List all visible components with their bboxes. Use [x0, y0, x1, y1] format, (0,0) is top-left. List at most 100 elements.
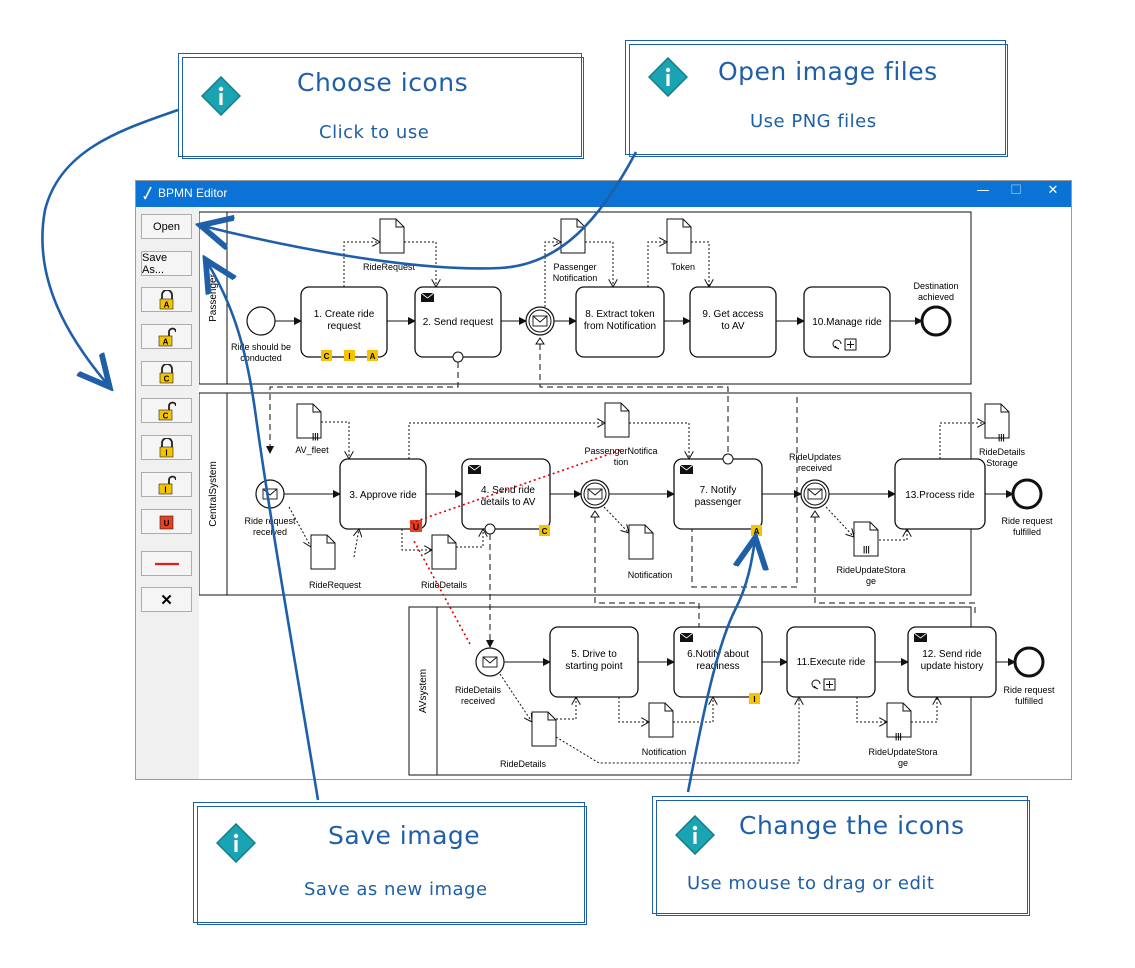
maximize-button[interactable]: ☐	[1010, 183, 1022, 198]
envelope-icon	[532, 315, 548, 327]
envelope-icon	[587, 488, 603, 500]
lane-label-av: AVsystem	[418, 669, 429, 713]
svg-text:I: I	[164, 485, 166, 494]
svg-text:A: A	[163, 300, 169, 309]
callout-save-image: Save image Save as new image	[193, 802, 587, 925]
message-flow-source	[722, 453, 734, 465]
message-flow-source	[484, 523, 496, 535]
diagram-canvas[interactable]: Passenger CentralSystem AVsystem Ride sh…	[198, 207, 1071, 779]
callout-subtitle: Use PNG files	[750, 111, 877, 132]
save-as-button[interactable]: Save As...	[141, 251, 192, 276]
info-icon	[675, 815, 715, 855]
info-icon	[216, 823, 256, 863]
svg-text:U: U	[413, 522, 420, 532]
lock-c-badge[interactable]: C	[539, 525, 550, 536]
callout-change-icons: Change the icons Use mouse to drag or ed…	[652, 796, 1030, 916]
doc-label: RideDetails	[421, 580, 468, 590]
lock-open-i-icon: I	[158, 475, 176, 494]
lock-i-badge[interactable]: I	[749, 693, 760, 704]
task-extract-token[interactable]	[575, 286, 665, 358]
bpmn-editor-window: BPMN Editor — ☐ ✕ Open Save As... ✕ A A C C…	[135, 180, 1072, 780]
minimize-button[interactable]: —	[976, 183, 990, 198]
doc-ride-request-central[interactable]	[310, 534, 336, 570]
doc-ride-details-central[interactable]	[431, 534, 457, 570]
tool-button-lock-closed-c[interactable]: C	[141, 361, 192, 386]
loop-subprocess-icon	[832, 338, 857, 351]
end-event[interactable]	[920, 305, 952, 337]
svg-text:A: A	[370, 352, 376, 361]
open-button[interactable]: Open	[141, 214, 192, 239]
doc-passenger-notification[interactable]	[560, 218, 586, 254]
security-link[interactable]	[410, 449, 622, 524]
callout-title: Choose icons	[297, 68, 469, 97]
tool-button-lock-closed-a[interactable]: A	[141, 287, 192, 312]
callout-choose-icons: Choose icons Click to use	[178, 53, 584, 159]
lock-i-badge[interactable]: I	[344, 350, 355, 361]
doc-notification-central[interactable]	[628, 524, 654, 560]
envelope-icon	[262, 488, 278, 500]
storage-bars-icon: |||	[895, 732, 902, 741]
lock-a-badge[interactable]: A	[751, 525, 762, 536]
delete-button[interactable]: ✕	[141, 587, 192, 612]
lock-a-badge[interactable]: A	[367, 350, 378, 361]
svg-text:C: C	[324, 352, 330, 361]
close-button[interactable]: ✕	[1047, 183, 1059, 198]
storage-bars-icon: |||	[998, 433, 1005, 442]
tool-button-lock-open-a[interactable]: A	[141, 324, 192, 349]
end-event[interactable]	[1013, 646, 1045, 678]
red-line-icon	[154, 562, 179, 565]
lock-open-a-icon: A	[158, 327, 176, 346]
doc-token[interactable]	[666, 218, 692, 254]
lock-c-badge[interactable]: C	[321, 350, 332, 361]
task-label: 2. Send request	[423, 317, 494, 328]
lock-closed-a-icon: A	[159, 289, 173, 309]
send-message-icon	[679, 632, 694, 643]
send-message-icon	[913, 632, 928, 643]
end-event[interactable]	[1011, 478, 1043, 510]
doc-ride-request[interactable]	[379, 218, 405, 254]
doc-label: Notification	[642, 747, 687, 757]
task-get-access[interactable]	[689, 286, 777, 358]
storage-bars-icon: |||	[863, 545, 870, 554]
tool-button-unlock-u[interactable]: U	[141, 509, 192, 534]
line-tool-button[interactable]	[141, 551, 192, 576]
svg-text:C: C	[162, 411, 168, 420]
lock-open-c-icon: C	[158, 401, 176, 420]
doc-passenger-notification-central[interactable]	[604, 402, 630, 438]
svg-text:A: A	[754, 527, 760, 536]
task-label: 13.Process ride	[905, 490, 975, 501]
bpmn-diagram[interactable]: Passenger CentralSystem AVsystem Ride sh…	[198, 207, 1071, 779]
doc-label: RideRequest	[363, 262, 416, 272]
doc-ride-details-av[interactable]	[531, 711, 557, 747]
callout-subtitle: Click to use	[319, 122, 430, 143]
task-manage-ride[interactable]	[803, 286, 891, 358]
callout-title: Change the icons	[739, 811, 965, 840]
app-icon	[143, 186, 152, 200]
doc-label: RideRequest	[309, 580, 362, 590]
doc-label: Notification	[628, 570, 673, 580]
doc-notification-av[interactable]	[648, 702, 674, 738]
title-bar: BPMN Editor — ☐ ✕	[136, 181, 1071, 207]
svg-text:U: U	[163, 519, 169, 528]
tool-button-lock-open-i[interactable]: I	[141, 472, 192, 497]
tool-button-lock-closed-i[interactable]: I	[141, 435, 192, 460]
task-label: 3. Approve ride	[349, 490, 417, 501]
doc-ride-details-storage[interactable]	[984, 403, 1010, 439]
svg-text:C: C	[163, 374, 169, 383]
task-label: 10.Manage ride	[812, 317, 882, 328]
tool-button-lock-open-c[interactable]: C	[141, 398, 192, 423]
callout-subtitle: Save as new image	[304, 879, 488, 900]
svg-text:I: I	[165, 448, 167, 457]
start-event[interactable]	[246, 306, 276, 336]
